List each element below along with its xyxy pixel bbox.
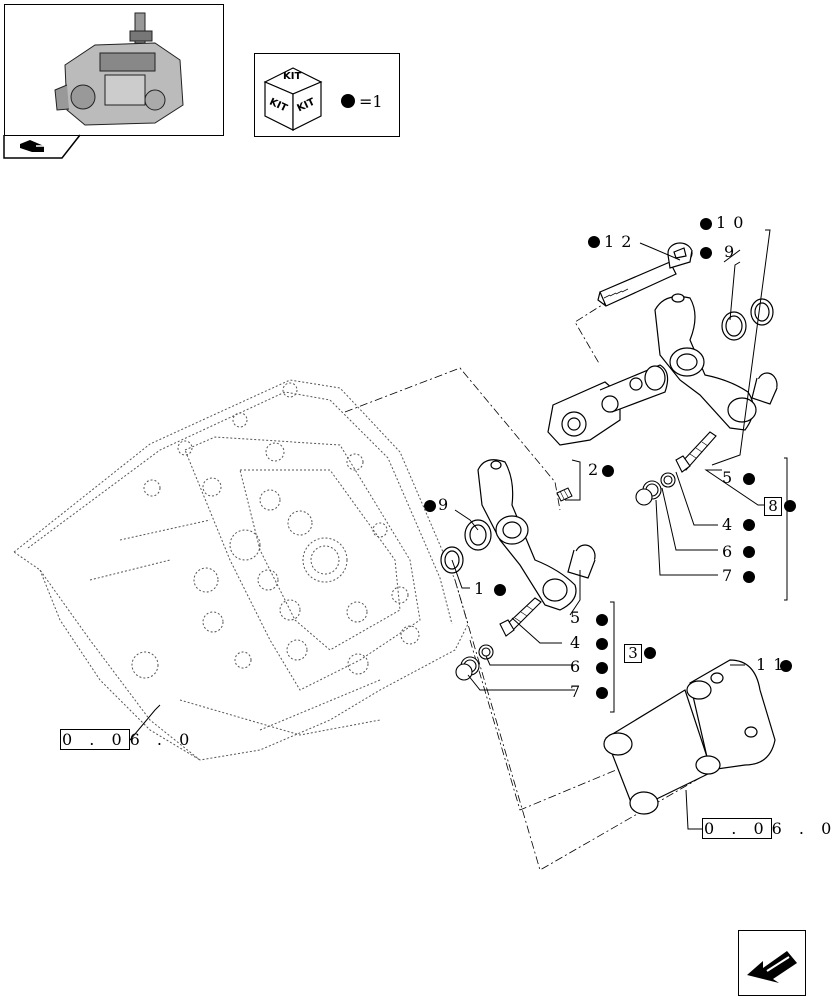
kit-legend-box: KIT KIT KIT =1: [254, 53, 400, 137]
washers: [440, 298, 774, 574]
kit-cube-icon: [263, 67, 323, 131]
p9-top-dot: [700, 247, 712, 259]
ref-right-boxed: 0 . 0: [702, 818, 772, 839]
lower-adjust-screw: [455, 597, 542, 681]
part-7-mid-label: 7: [570, 682, 582, 701]
p4-top-dot: [743, 519, 755, 531]
kit-equals-text: =1: [359, 92, 383, 111]
lower-rocker-arm: [477, 459, 596, 611]
engine-thumbnail-frame: [4, 4, 224, 136]
exploded-diagram: [13, 229, 788, 871]
part-4-mid-label: 4: [570, 633, 582, 652]
p11-dot: [780, 660, 792, 672]
p9-left-dot: [424, 500, 436, 512]
part-11-label: 1 1: [756, 655, 785, 674]
p6-mid-dot: [596, 662, 608, 674]
part-6-top-label: 6: [722, 542, 734, 561]
rocker-shaft: [603, 659, 776, 815]
grub-screw: [556, 487, 573, 502]
p7-mid-dot: [596, 687, 608, 699]
p3-dot: [644, 647, 656, 659]
part-5-top-label: 5: [722, 468, 734, 487]
ref-left-boxed: 0 . 0: [60, 729, 130, 750]
ref-left-tail: 6 . 0: [129, 730, 196, 749]
part-5-mid-label: 5: [570, 608, 582, 627]
kit-dot-icon: [341, 94, 355, 108]
part-10-label: 1 0: [716, 213, 745, 232]
p8-dot: [784, 500, 796, 512]
engine-thumbnail-image: [54, 12, 184, 126]
p6-top-dot: [743, 546, 755, 558]
bolt-part: [597, 242, 693, 307]
p1-left-dot: [494, 584, 506, 596]
part-7-top-label: 7: [722, 566, 734, 585]
p7-top-dot: [743, 571, 755, 583]
nav-arrow-icon: [747, 951, 798, 983]
part-3-box: 3: [624, 644, 642, 663]
p5-mid-dot: [596, 614, 608, 626]
p2-dot: [602, 465, 614, 477]
part-1-left-label: 1: [474, 579, 486, 598]
part-2-label: 2: [588, 460, 600, 479]
upper-adjust-screw: [635, 431, 717, 506]
part-12-label: 1 2: [604, 232, 633, 251]
cylinder-head-outline: [13, 379, 469, 761]
upper-shaft-bracket: [547, 364, 669, 446]
part-4-top-label: 4: [722, 515, 734, 534]
kit-top-label: KIT: [283, 71, 302, 82]
p10-dot: [700, 218, 712, 230]
ref-right-tail: 6 . 0: [771, 819, 837, 838]
part-8-box: 8: [764, 497, 782, 516]
upper-rocker-arm: [654, 293, 778, 431]
p12-dot: [588, 236, 600, 248]
part-9-top-label: 9: [724, 242, 736, 261]
p4-mid-dot: [596, 638, 608, 650]
part-6-mid-label: 6: [570, 657, 582, 676]
nav-arrow-button[interactable]: [738, 930, 806, 996]
p5-top-dot: [743, 473, 755, 485]
part-9-left-label: 9: [438, 495, 450, 514]
